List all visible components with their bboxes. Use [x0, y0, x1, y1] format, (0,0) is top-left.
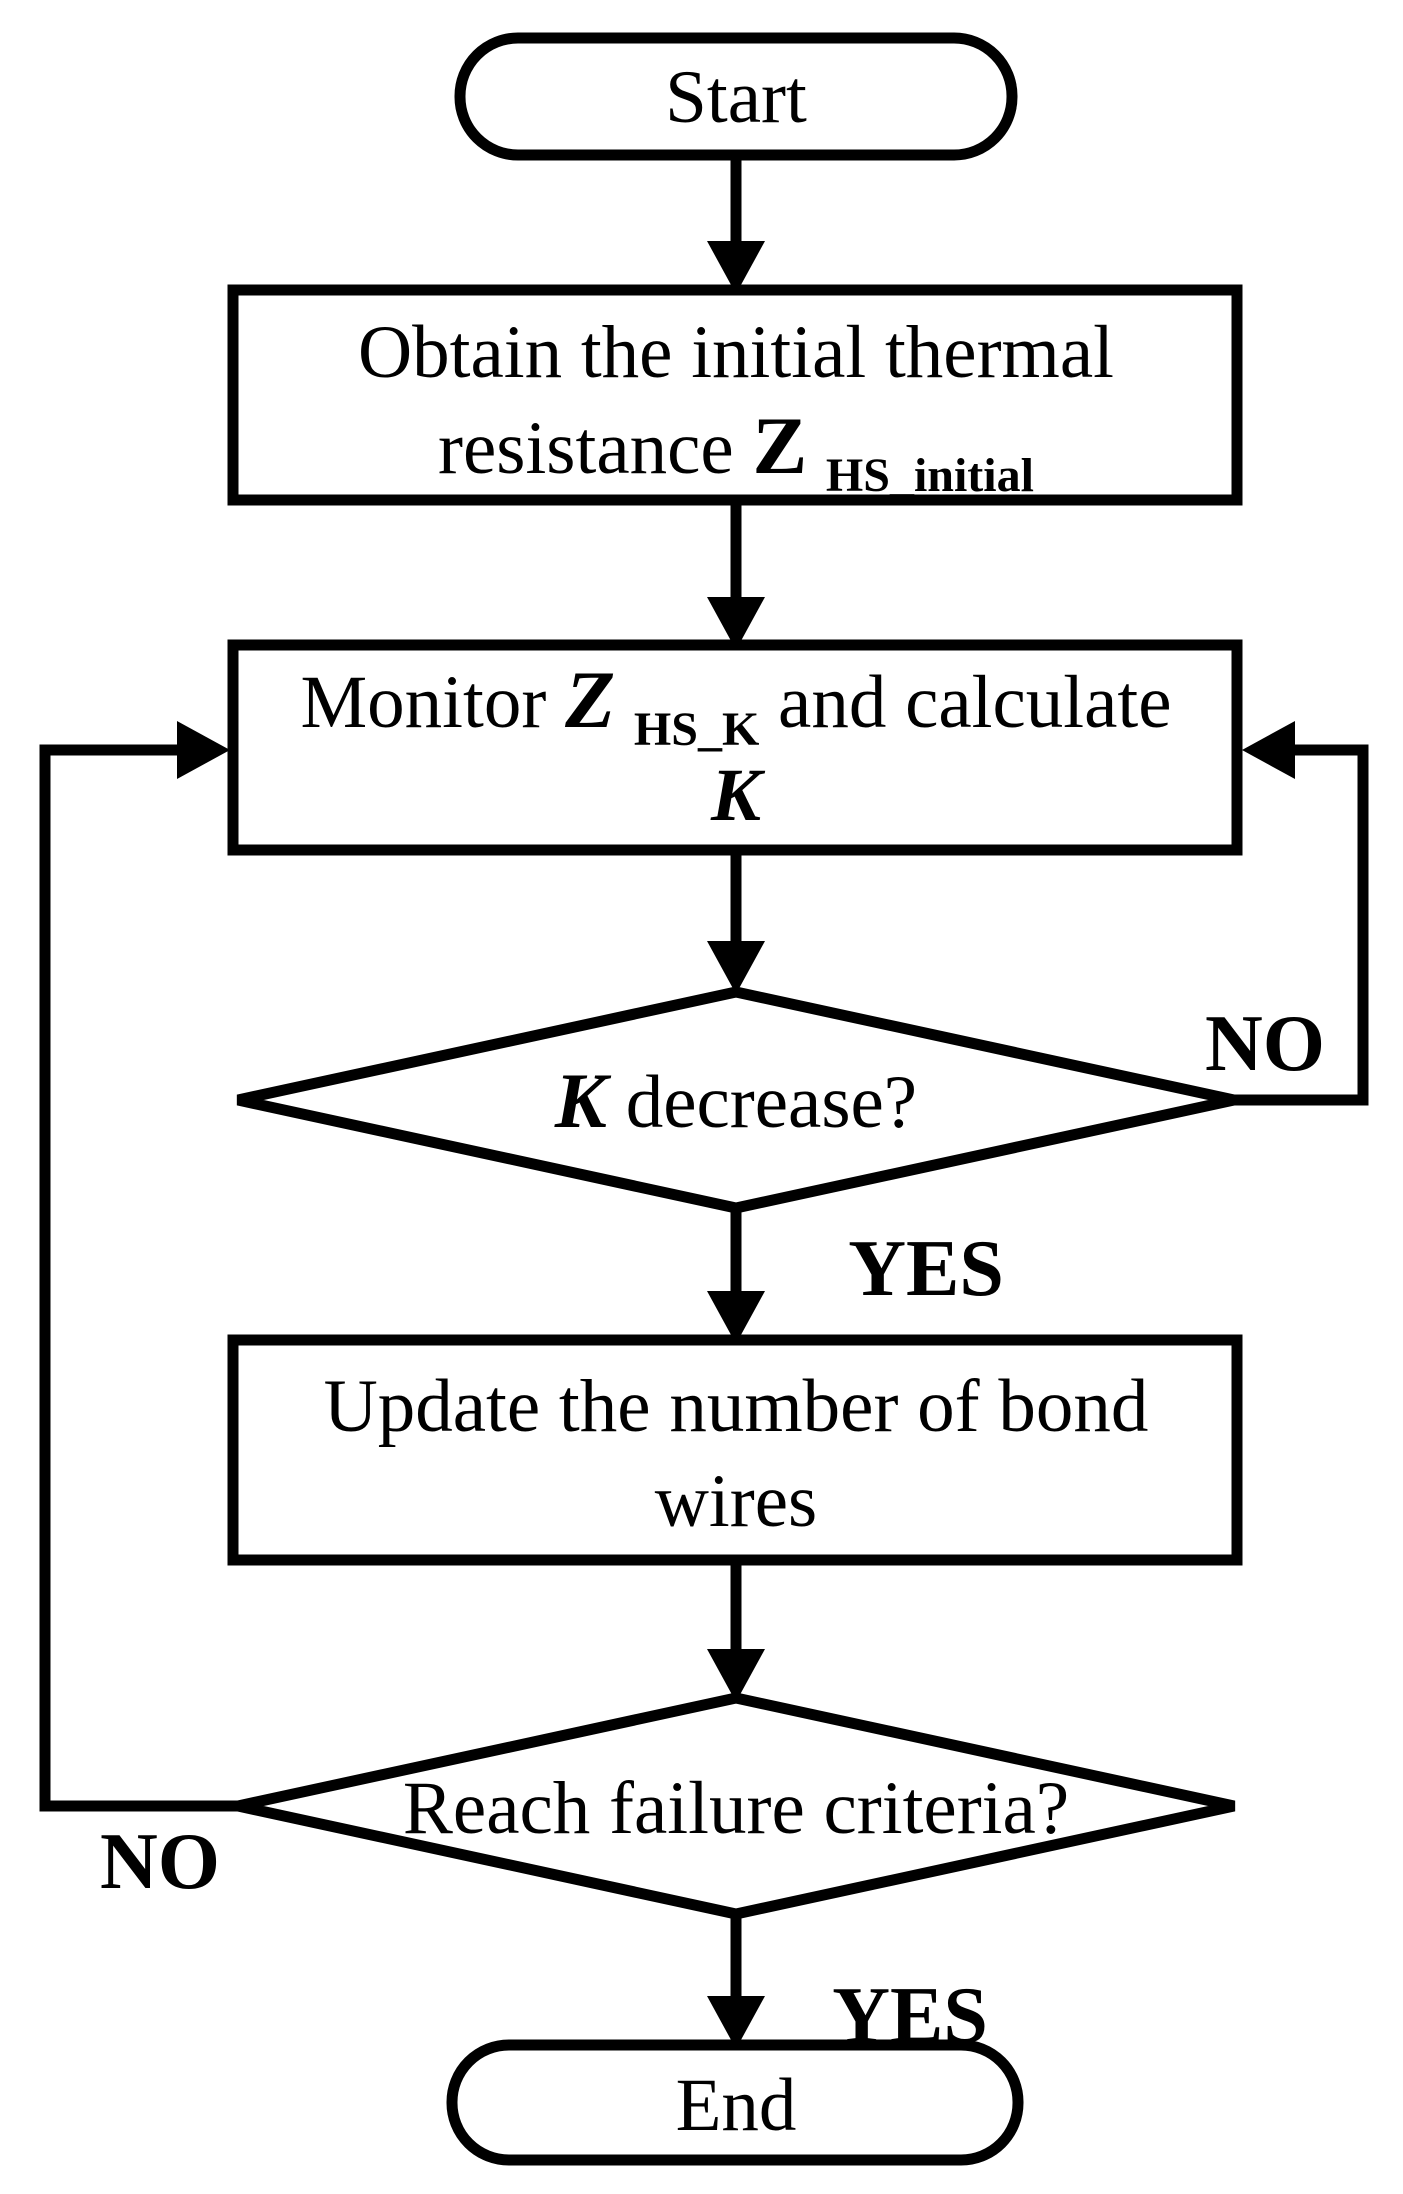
- arrowhead-down-icon: [707, 241, 765, 294]
- arrowhead-down-icon: [707, 597, 765, 650]
- k-decision-yes-label: YES: [848, 1225, 1004, 1313]
- arrow-start-to-obtain: [707, 150, 765, 294]
- obtain-box-group: Obtain the initial thermal resistance Z …: [227, 284, 1243, 506]
- obtain-line2-subscript: HS_initial: [826, 449, 1034, 502]
- end-terminator-label: End: [676, 2064, 797, 2147]
- k-decision-label: K decrease?: [554, 1057, 917, 1144]
- arrowhead-down-icon: [707, 941, 765, 994]
- update-box-shape: [227, 1334, 1243, 1566]
- monitor-line1-symbol: Z: [564, 654, 615, 745]
- failure-decision-label: Reach failure criteria?: [403, 1767, 1069, 1850]
- start-terminator-label: Start: [665, 56, 807, 139]
- k-decision-group: K decrease?: [236, 986, 1236, 1214]
- no-loop-left-path: [39, 744, 238, 1812]
- k-decision-symbol: K: [554, 1057, 612, 1144]
- obtain-box-line2: resistance Z HS_initial: [438, 400, 1034, 502]
- obtain-box-shape: [227, 284, 1243, 506]
- obtain-line2-symbol: Z: [752, 400, 807, 491]
- end-terminator-group: End: [446, 2039, 1024, 2166]
- monitor-box-line2: K: [710, 754, 766, 837]
- monitor-box-line1: Monitor Z HS_K and calculate: [300, 654, 1171, 762]
- arrowhead-down-icon: [707, 1996, 765, 2049]
- update-box-line2: wires: [655, 1460, 817, 1543]
- monitor-box-shape: [227, 639, 1243, 856]
- no-loop-right-group: NO: [1205, 721, 1369, 1106]
- arrow-monitor-to-k-decision: [707, 850, 765, 994]
- obtain-line2-text: resistance: [438, 407, 752, 490]
- arrow-k-decision-to-update: YES: [707, 1206, 1004, 1344]
- update-box-group: Update the number of bond wires: [227, 1334, 1243, 1566]
- failure-decision-no-label: NO: [100, 1818, 220, 1906]
- no-loop-left-group: NO: [39, 721, 238, 1906]
- monitor-line1-subscript: HS_K: [634, 703, 759, 756]
- k-decision-no-label: NO: [1205, 1000, 1325, 1088]
- end-terminator-shape: [446, 2039, 1024, 2166]
- arrowhead-down-icon: [707, 1649, 765, 1702]
- k-decision-question: decrease?: [626, 1061, 917, 1144]
- monitor-box-group: Monitor Z HS_K and calculate K: [227, 639, 1243, 856]
- no-loop-right-path: [1234, 744, 1369, 1106]
- arrow-update-to-failure-decision: [707, 1560, 765, 1702]
- update-box-line1: Update the number of bond: [324, 1365, 1149, 1448]
- arrowhead-left-icon: [1242, 721, 1295, 779]
- monitor-line1-text: Monitor: [300, 661, 565, 744]
- arrow-obtain-to-monitor: [707, 500, 765, 650]
- monitor-line1-rest: and calculate: [778, 661, 1172, 744]
- arrowhead-right-icon: [177, 721, 230, 779]
- obtain-box-line1: Obtain the initial thermal: [358, 311, 1114, 394]
- arrowhead-down-icon: [707, 1291, 765, 1344]
- start-terminator-group: Start: [454, 32, 1018, 161]
